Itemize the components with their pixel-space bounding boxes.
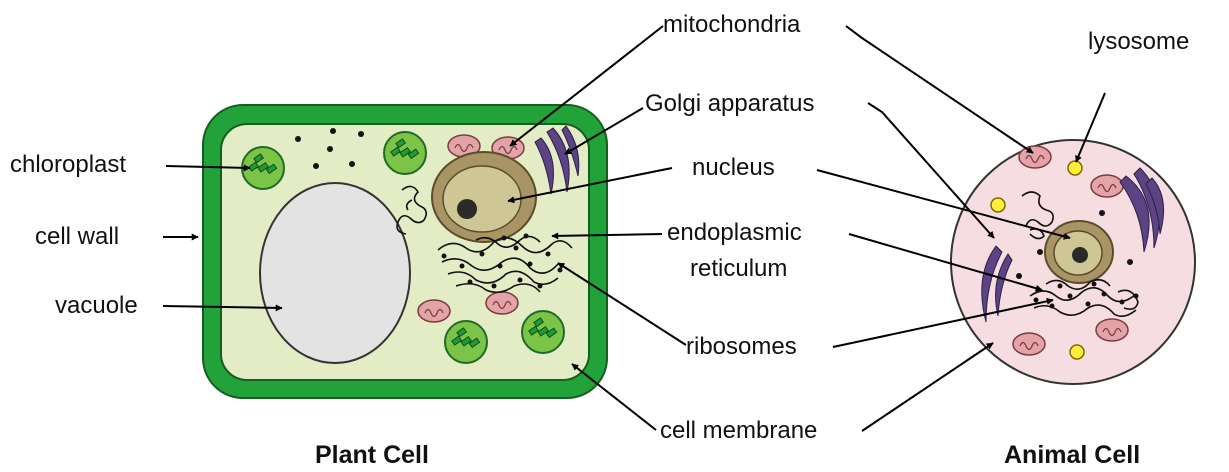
- plant-chloroplast: [445, 321, 487, 363]
- label-reticulum: reticulum: [690, 255, 787, 282]
- pointer-membrane-plant: [572, 364, 656, 430]
- label-cell-membrane: cell membrane: [660, 417, 817, 444]
- label-ribosomes: ribosomes: [686, 333, 797, 360]
- plant-nucleus: [432, 152, 536, 242]
- plant-vacuole: [260, 183, 410, 363]
- plant-mitochondrion: [418, 300, 450, 322]
- pointer-membrane-animal: [862, 343, 993, 431]
- label-vacuole: vacuole: [55, 292, 138, 319]
- plant-mitochondrion: [486, 292, 518, 314]
- title-plant-cell: Plant Cell: [315, 441, 429, 469]
- pointer-mitochondria-animal: [846, 26, 1033, 153]
- plant-cell: [203, 105, 607, 398]
- label-nucleus: nucleus: [692, 154, 775, 181]
- label-golgi-apparatus: Golgi apparatus: [645, 90, 814, 117]
- animal-nucleus: [1045, 221, 1113, 283]
- plant-chloroplast: [522, 311, 564, 353]
- label-mitochondria: mitochondria: [663, 11, 801, 38]
- label-lysosome: lysosome: [1088, 28, 1189, 55]
- animal-mitochondrion: [1013, 333, 1045, 355]
- label-chloroplast: chloroplast: [10, 151, 126, 178]
- label-cell-wall: cell wall: [35, 223, 119, 250]
- animal-mitochondrion: [1091, 175, 1123, 197]
- animal-mitochondrion: [1019, 146, 1051, 168]
- pointer-golgi-animal: [868, 103, 994, 238]
- title-animal-cell: Animal Cell: [1004, 441, 1140, 469]
- animal-mitochondrion: [1096, 319, 1128, 341]
- label-endoplasmic: endoplasmic: [667, 219, 802, 246]
- plant-chloroplast: [384, 132, 426, 174]
